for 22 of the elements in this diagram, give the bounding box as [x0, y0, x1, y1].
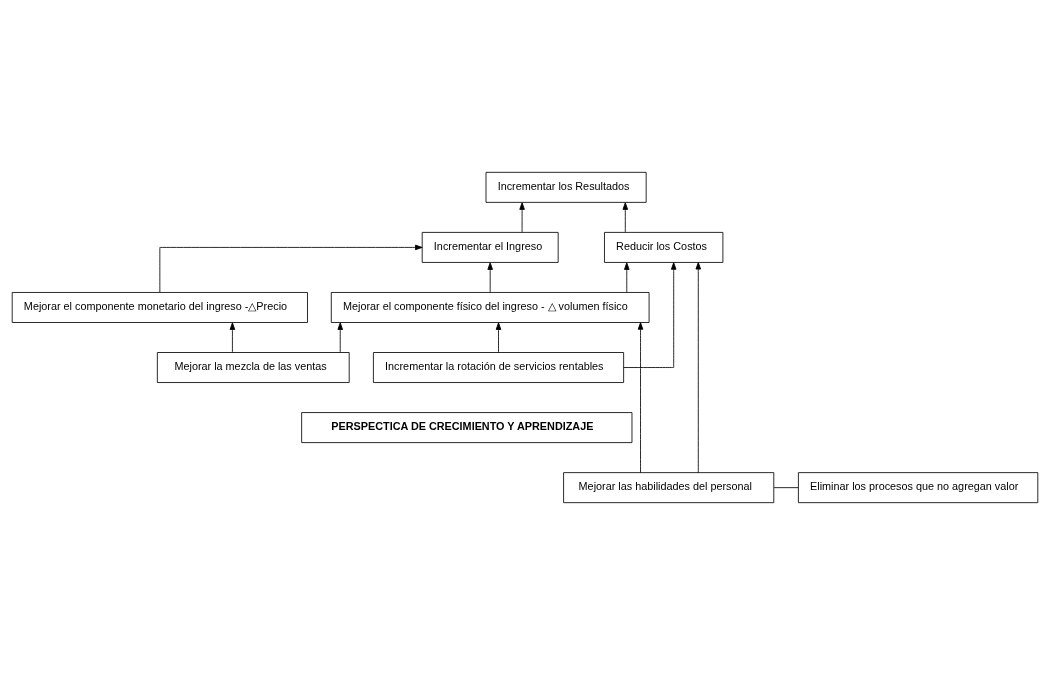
- node-box: PERSPECTICA DE CRECIMIENTO Y APRENDIZAJE: [301, 411, 633, 443]
- arrow: [229, 321, 236, 353]
- arrow: [487, 261, 493, 293]
- node-box: Eliminar los procesos que no agregan valor: [798, 471, 1039, 503]
- node-box: Mejorar las habilidades del personal: [563, 471, 775, 503]
- node-box: Reducir los Costos: [604, 231, 724, 263]
- arrow: [495, 321, 502, 353]
- node-box: Incrementar el Ingreso: [421, 231, 559, 263]
- arrow: [695, 261, 702, 473]
- arrow: [637, 321, 644, 473]
- node-box: Incrementar los Resultados: [485, 171, 647, 203]
- node-box: Mejorar el componente monetario del ingreso -△Precio: [11, 291, 308, 323]
- node-box: Incrementar la rotación de servicios rentables: [372, 351, 625, 383]
- arrow: [622, 201, 629, 233]
- arrow: [624, 261, 630, 293]
- arrow: [623, 261, 677, 368]
- node-box: Mejorar la mezcla de las ventas: [156, 351, 350, 383]
- arrow: [519, 201, 525, 233]
- arrow: [159, 244, 423, 293]
- arrow: [337, 321, 343, 353]
- connector: [773, 486, 799, 488]
- node-box: Mejorar el componente físico del ingreso - △ volumen físico: [330, 291, 650, 323]
